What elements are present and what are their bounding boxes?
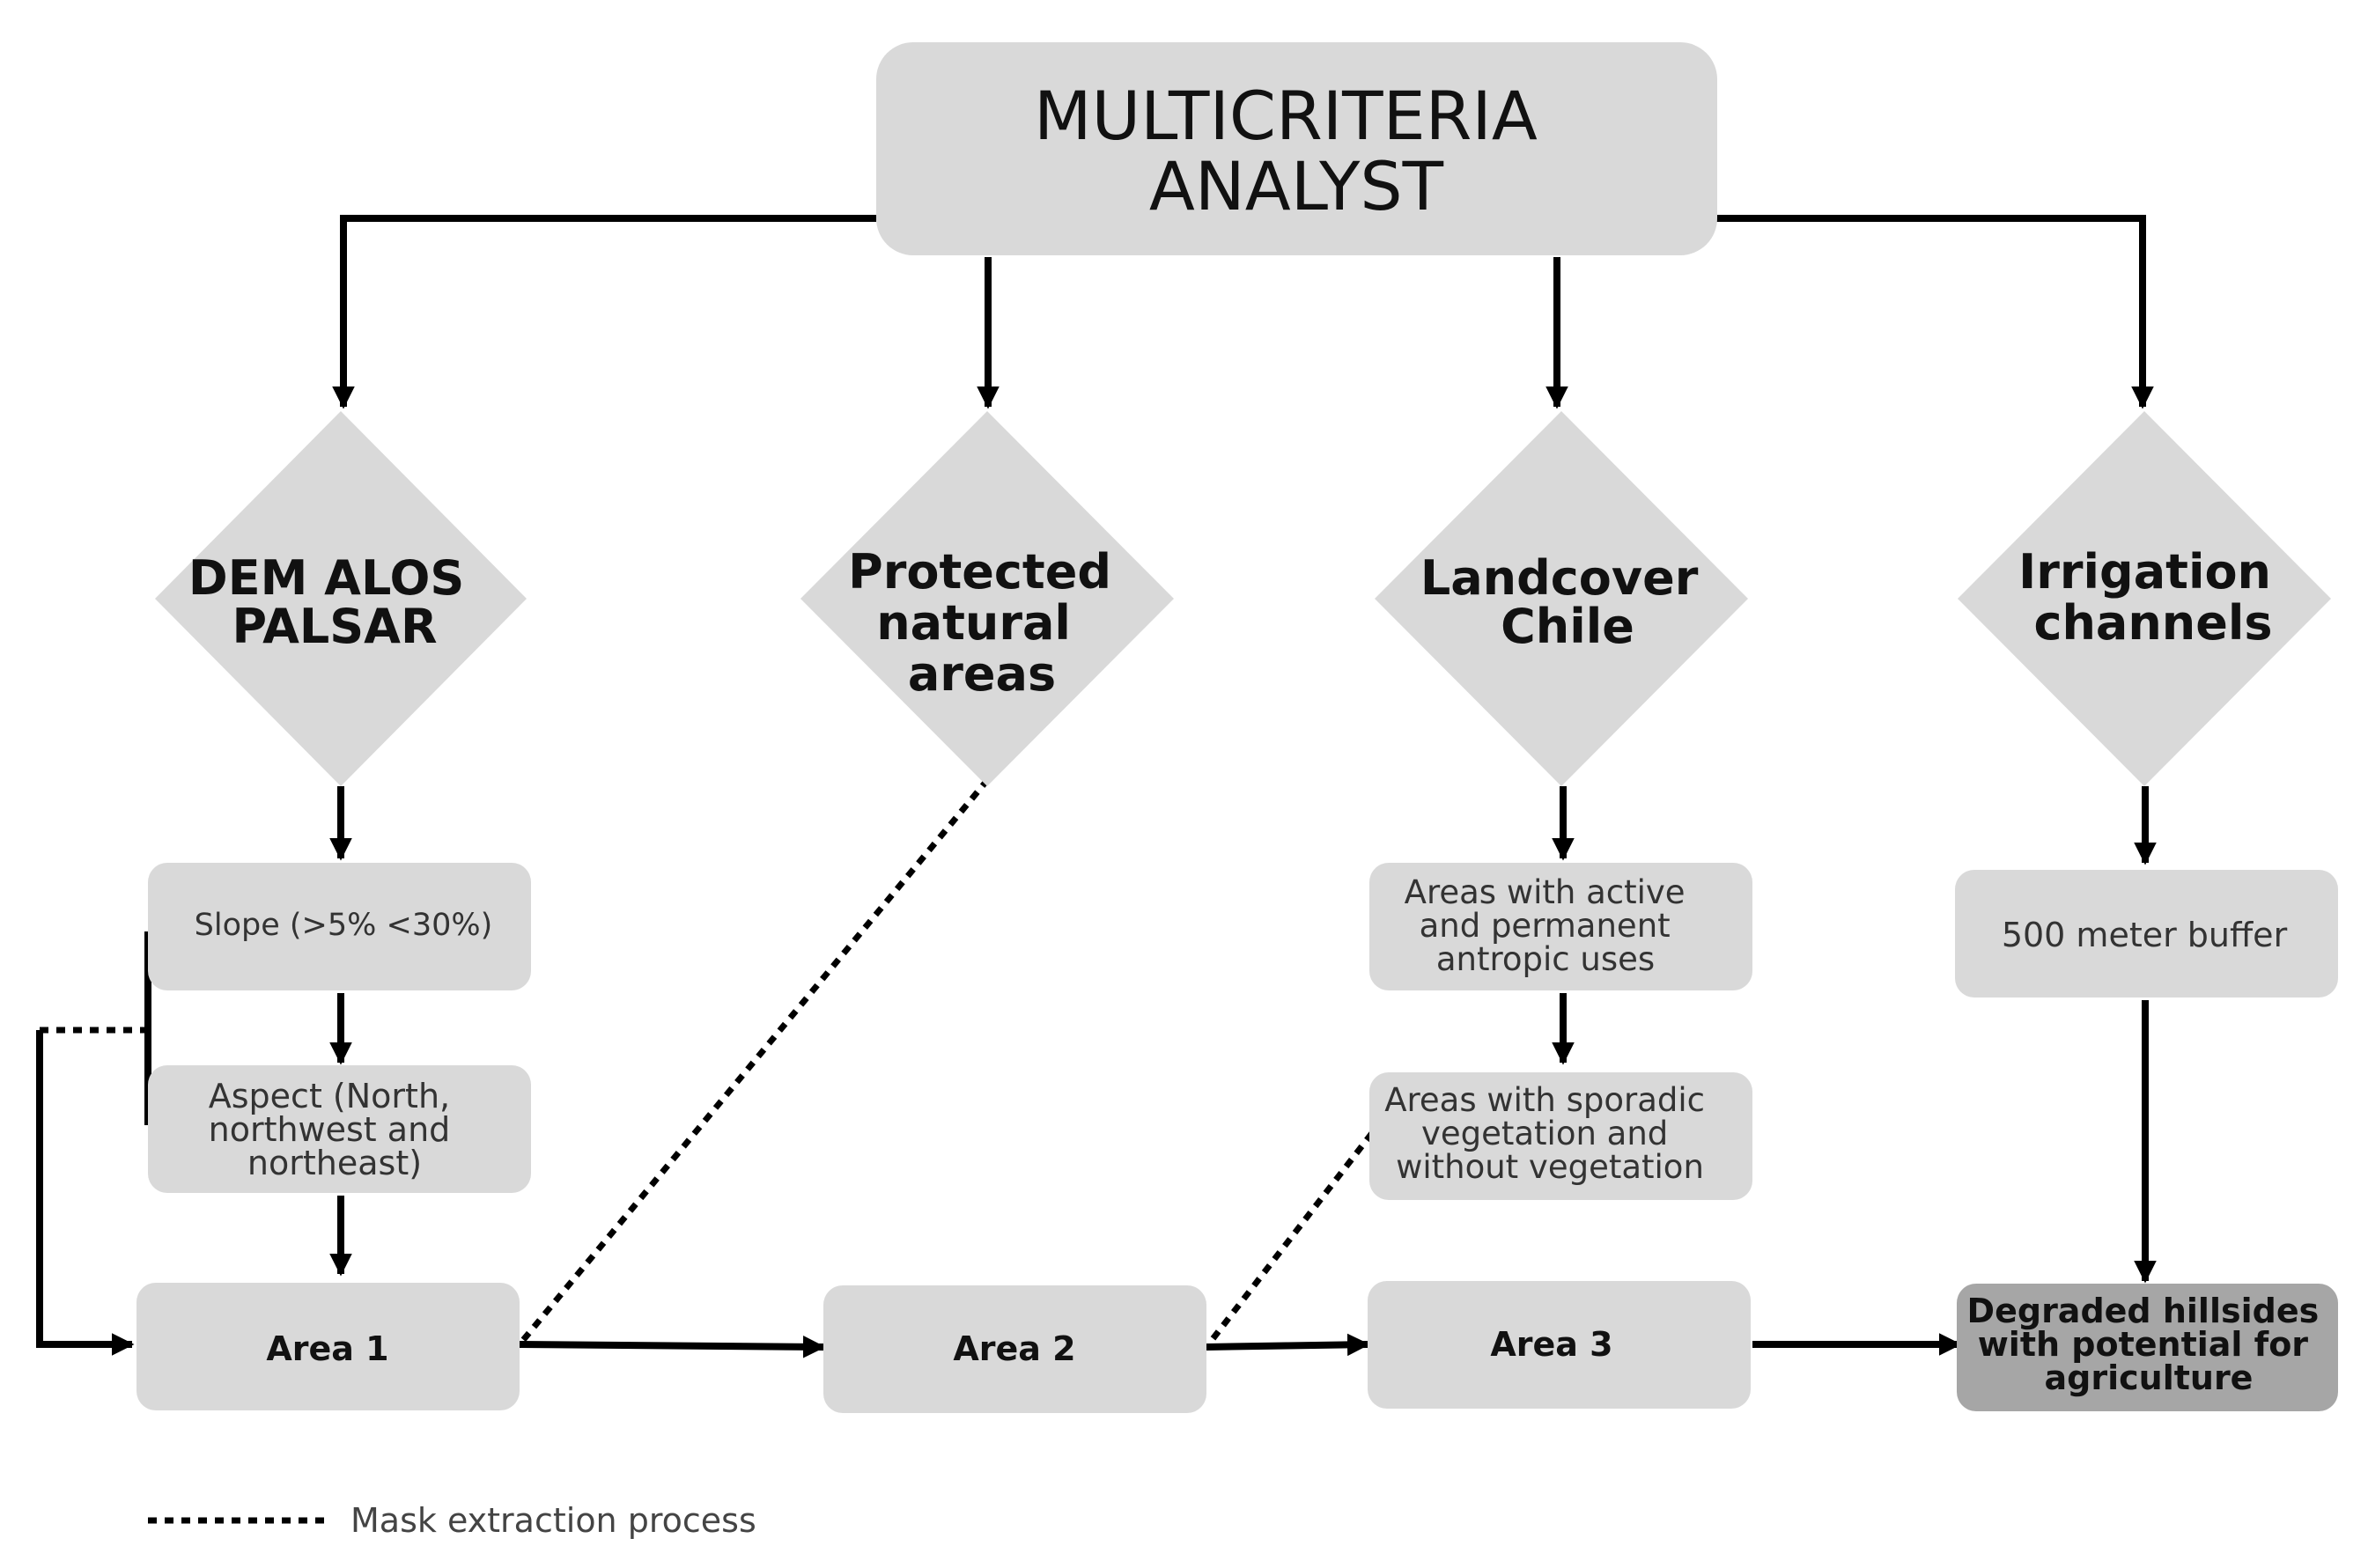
diamond-protected-shape: [800, 411, 1174, 786]
arrow-title-to-dem: [332, 215, 876, 409]
box-active-line-2: and permanent: [1420, 907, 1671, 945]
box-degraded-line-1: Degraded hillsides: [1967, 1292, 2320, 1330]
box-buffer-shape: [1955, 870, 2338, 997]
diamond-irrigation-label: Irrigation channels: [2018, 544, 2288, 651]
box-active: Areas with active and permanent antropic…: [1369, 863, 1752, 990]
title-line-1: MULTICRITERIA: [1034, 77, 1538, 155]
arrow-area2-to-area3: [1206, 1333, 1370, 1357]
diamond-landcover: Landcover Chile: [1375, 411, 1748, 786]
box-area1-label: Area 1: [266, 1329, 388, 1368]
box-area3-label: Area 3: [1490, 1325, 1612, 1364]
box-buffer-label: 500 meter buffer: [2002, 916, 2288, 954]
box-slope: Slope (>5% <30%): [148, 863, 531, 990]
box-sporadic-line-3: without vegetation: [1396, 1148, 1704, 1186]
box-sporadic-label: Areas with sporadic vegetation and witho…: [1384, 1081, 1715, 1186]
arrow-bracket-to-area1: [36, 1030, 135, 1356]
mask-lines: [40, 777, 1375, 1350]
box-area3-shape: [1368, 1281, 1751, 1409]
box-area3-line-1: Area 3: [1490, 1325, 1612, 1364]
diamond-irrigation: Irrigation channels: [1958, 411, 2331, 786]
box-area1-shape: [136, 1283, 520, 1410]
box-area2-shape: [823, 1285, 1206, 1413]
arrow-title-to-irrigation: [1715, 215, 2154, 409]
diamond-landcover-label: Landcover Chile: [1420, 550, 1715, 654]
diamond-protected-line-1: Protected: [848, 544, 1111, 600]
box-active-line-3: antropic uses: [1436, 940, 1655, 978]
box-degraded-line-2: with potential for: [1978, 1325, 2309, 1364]
box-sporadic-line-2: vegetation and: [1421, 1115, 1668, 1152]
box-area3: Area 3: [1368, 1281, 1751, 1409]
diamond-protected-line-2: natural: [876, 595, 1071, 651]
diamond-dem-shape: [155, 411, 527, 786]
diamond-landcover-line-1: Landcover: [1420, 550, 1699, 606]
box-active-line-1: Areas with active: [1405, 873, 1686, 911]
box-active-label: Areas with active and permanent antropic…: [1405, 873, 1696, 978]
diamond-dem: DEM ALOS PALSAR: [155, 411, 527, 786]
box-aspect-line-3: northeast): [247, 1144, 422, 1182]
box-active-shape: [1369, 863, 1752, 990]
diamond-protected-label: Protected natural areas: [848, 544, 1128, 702]
box-buffer: 500 meter buffer: [1955, 870, 2338, 997]
diamond-irrigation-line-2: channels: [2033, 595, 2272, 651]
box-sporadic-shape: [1369, 1072, 1752, 1200]
diamond-landcover-shape: [1375, 411, 1748, 786]
box-degraded-line-3: agriculture: [2045, 1358, 2254, 1397]
box-degraded-shape: [1957, 1284, 2338, 1411]
mask-line-sporadic: [1204, 1130, 1375, 1350]
box-buffer-line-1: 500 meter buffer: [2002, 916, 2288, 954]
title-box: [876, 42, 1717, 255]
diamond-irrigation-line-1: Irrigation: [2018, 544, 2271, 600]
diamond-landcover-line-2: Chile: [1501, 599, 1634, 654]
box-degraded: Degraded hillsides with potential for ag…: [1957, 1284, 2338, 1411]
box-aspect-line-2: northwest and: [209, 1110, 451, 1149]
box-aspect: Aspect (North, northwest and northeast): [148, 1065, 531, 1193]
diamond-irrigation-shape: [1958, 411, 2331, 786]
box-sporadic: Areas with sporadic vegetation and witho…: [1369, 1072, 1752, 1200]
legend-label: Mask extraction process: [350, 1501, 756, 1540]
legend: Mask extraction process: [148, 1501, 756, 1540]
box-aspect-shape: [148, 1065, 531, 1193]
connectors: [36, 215, 2157, 1358]
diamond-dem-line-1: DEM ALOS: [188, 550, 464, 606]
box-degraded-label: Degraded hillsides with potential for ag…: [1967, 1292, 2331, 1397]
box-aspect-line-1: Aspect (North,: [209, 1077, 450, 1115]
diamond-dem-line-2: PALSAR: [232, 599, 437, 654]
diamond-protected: Protected natural areas: [800, 411, 1174, 786]
box-sporadic-line-1: Areas with sporadic: [1384, 1081, 1705, 1119]
box-area1: Area 1: [136, 1283, 520, 1410]
title-text: MULTICRITERIA ANALYST: [1034, 77, 1559, 225]
box-area2-line-1: Area 2: [953, 1329, 1075, 1368]
box-slope-shape: [148, 863, 531, 990]
box-slope-label: Slope (>5% <30%): [195, 908, 493, 943]
box-area1-line-1: Area 1: [266, 1329, 388, 1368]
box-area2-label: Area 2: [953, 1329, 1075, 1368]
diamond-dem-label: DEM ALOS PALSAR: [188, 550, 481, 654]
mask-line-protected: [517, 777, 991, 1347]
title-node: MULTICRITERIA ANALYST: [876, 42, 1717, 255]
title-line-2: ANALYST: [1149, 147, 1444, 225]
box-slope-line-1: Slope (>5% <30%): [195, 908, 493, 943]
arrow-area1-to-area2: [519, 1336, 826, 1358]
box-area2: Area 2: [823, 1285, 1206, 1413]
box-aspect-label: Aspect (North, northwest and northeast): [209, 1077, 461, 1182]
diamond-protected-line-3: areas: [908, 646, 1056, 702]
